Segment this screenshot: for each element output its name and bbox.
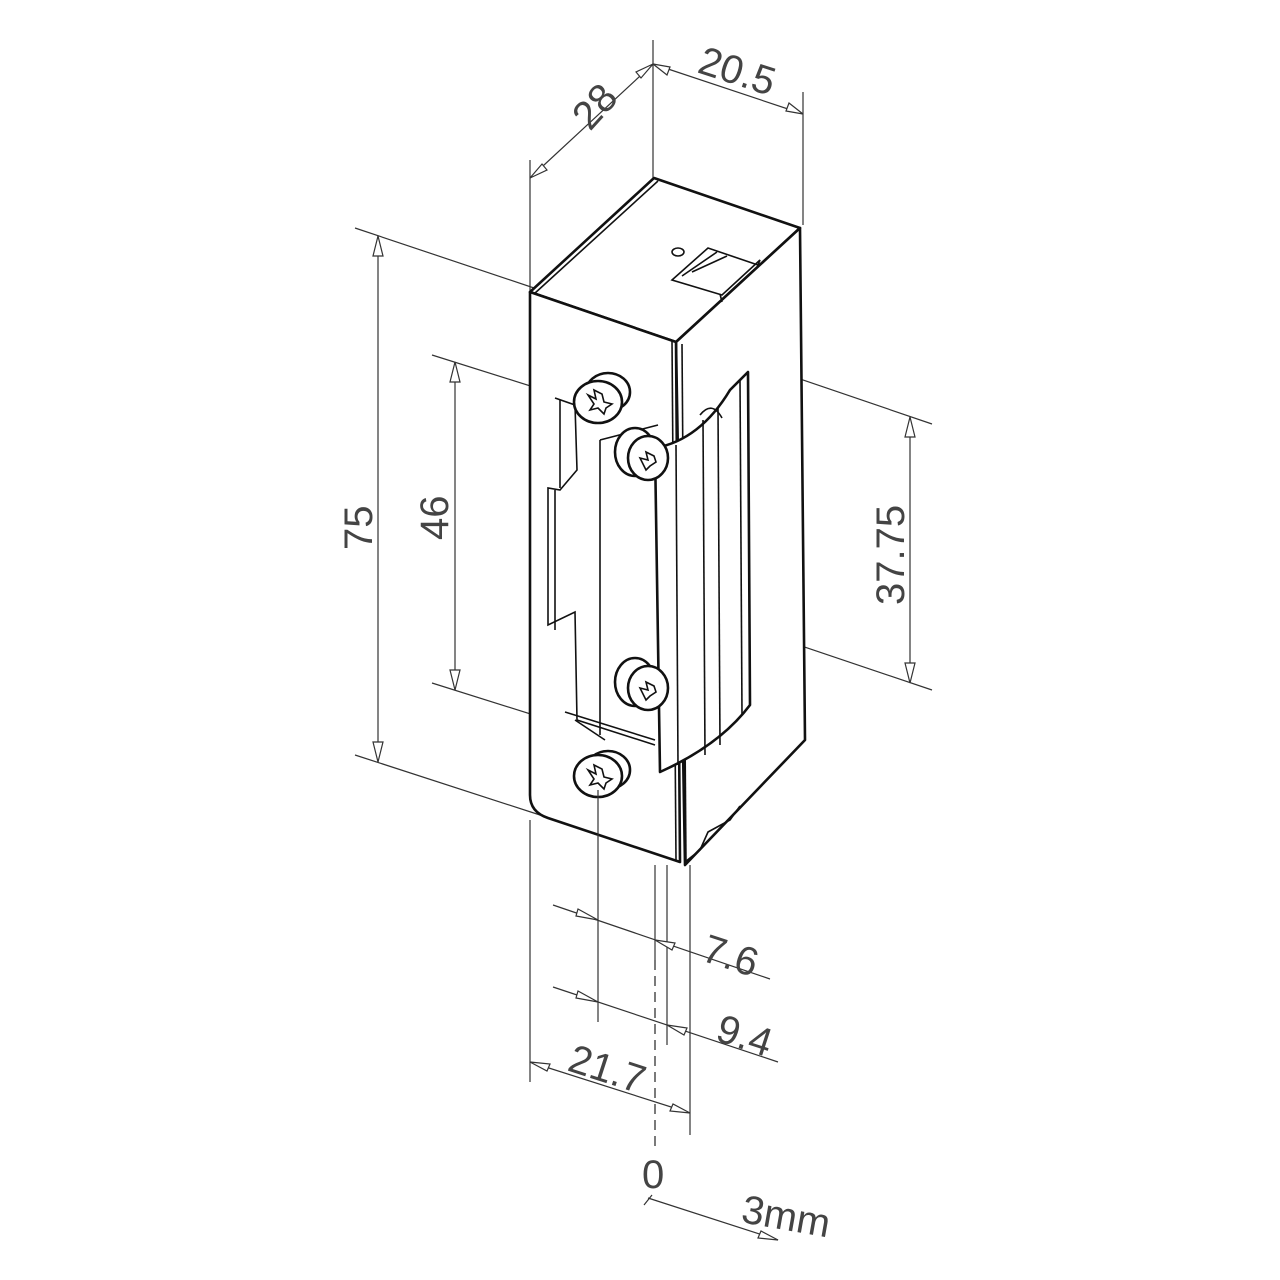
dimension-offset-a: 7.6 — [697, 927, 763, 986]
top-hole — [671, 247, 685, 257]
zero-reference-label: 0 — [642, 1153, 664, 1197]
dimension-latch-height: 46 — [413, 496, 457, 541]
arrowhead — [757, 1230, 779, 1241]
screw-icon — [572, 749, 632, 799]
arrowhead — [529, 1061, 551, 1072]
dimension-offset-b: 9.4 — [711, 1007, 777, 1066]
arrowhead — [666, 1024, 688, 1036]
latch-recess — [547, 397, 659, 746]
arrowhead — [654, 939, 676, 951]
mounting-screws — [572, 371, 670, 799]
adjustment-range-label: 3mm — [738, 1188, 833, 1247]
screw-icon — [613, 426, 670, 482]
arrowhead — [635, 63, 654, 79]
bottom-dimensions: 7.6 9.4 21.7 0 3mm — [529, 790, 834, 1247]
arrowhead — [449, 361, 461, 383]
arrowhead — [904, 662, 916, 684]
latch-bolt — [653, 370, 752, 774]
dimension-width: 20.5 — [693, 39, 781, 105]
arrowhead — [449, 669, 461, 691]
arrowhead — [785, 102, 804, 115]
latch-face — [653, 370, 752, 774]
screw-icon — [613, 656, 670, 712]
dimension-overall-height: 75 — [337, 506, 381, 551]
arrowhead — [372, 235, 384, 257]
top-slot — [670, 247, 761, 296]
dimension-depth: 28 — [564, 76, 626, 139]
arrowhead — [575, 908, 599, 921]
overall-height-dimension: 75 — [337, 227, 541, 816]
dimension-faceplate-offset: 21.7 — [563, 1037, 651, 1103]
dimension-latch-offset: 37.75 — [869, 505, 913, 605]
arrowhead — [575, 990, 599, 1003]
arrowhead — [904, 416, 916, 438]
arrowhead — [669, 1103, 691, 1114]
arrowhead — [652, 63, 671, 76]
arrowhead — [529, 163, 548, 179]
arrowhead — [372, 741, 384, 763]
screw-icon — [572, 371, 632, 425]
